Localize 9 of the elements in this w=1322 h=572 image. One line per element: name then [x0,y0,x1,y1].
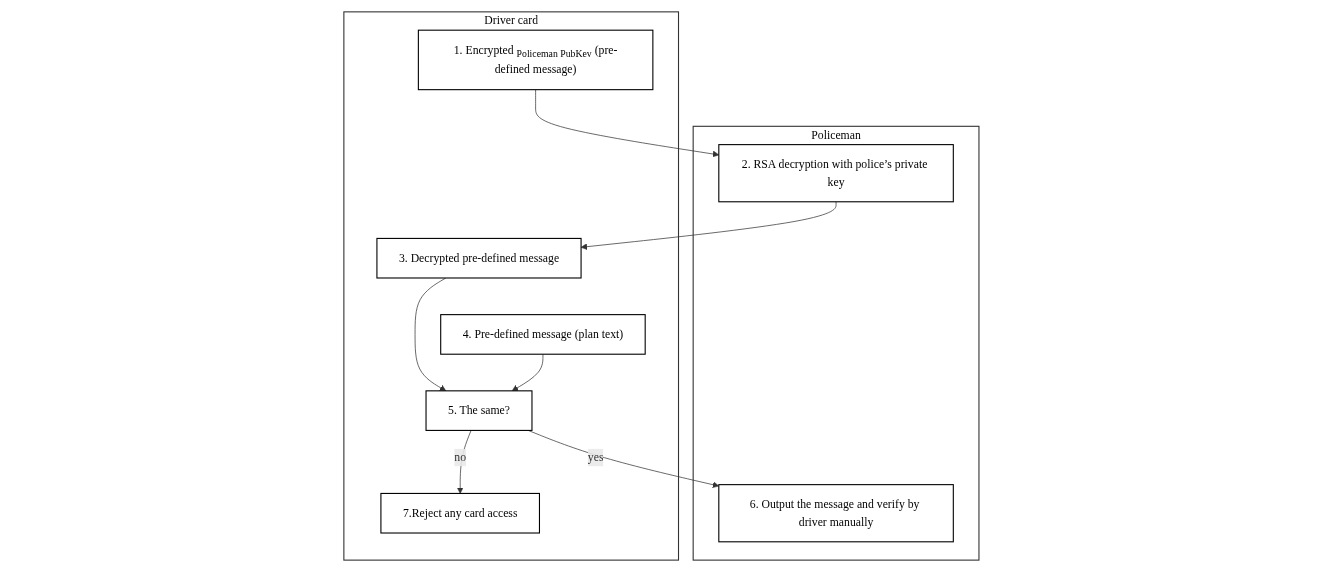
node-box: 5. The same? [425,390,533,431]
node-box: 1. Encrypted $_{Policeman PubKev}$ (pre-defined message) [417,29,653,91]
edge-label: no [453,450,466,464]
node-box: 4. Pre-defined message (plan text) [439,314,646,355]
node-box: 2. RSA decryption with police’s private key [717,144,954,203]
node-box: 6. Output the message and verify by driver manually [717,484,954,543]
node-box: 3. Decrypted pre-defined message [375,237,582,279]
node-box: 7.Reject any card access [379,492,540,534]
edge-label: yes [587,450,604,464]
